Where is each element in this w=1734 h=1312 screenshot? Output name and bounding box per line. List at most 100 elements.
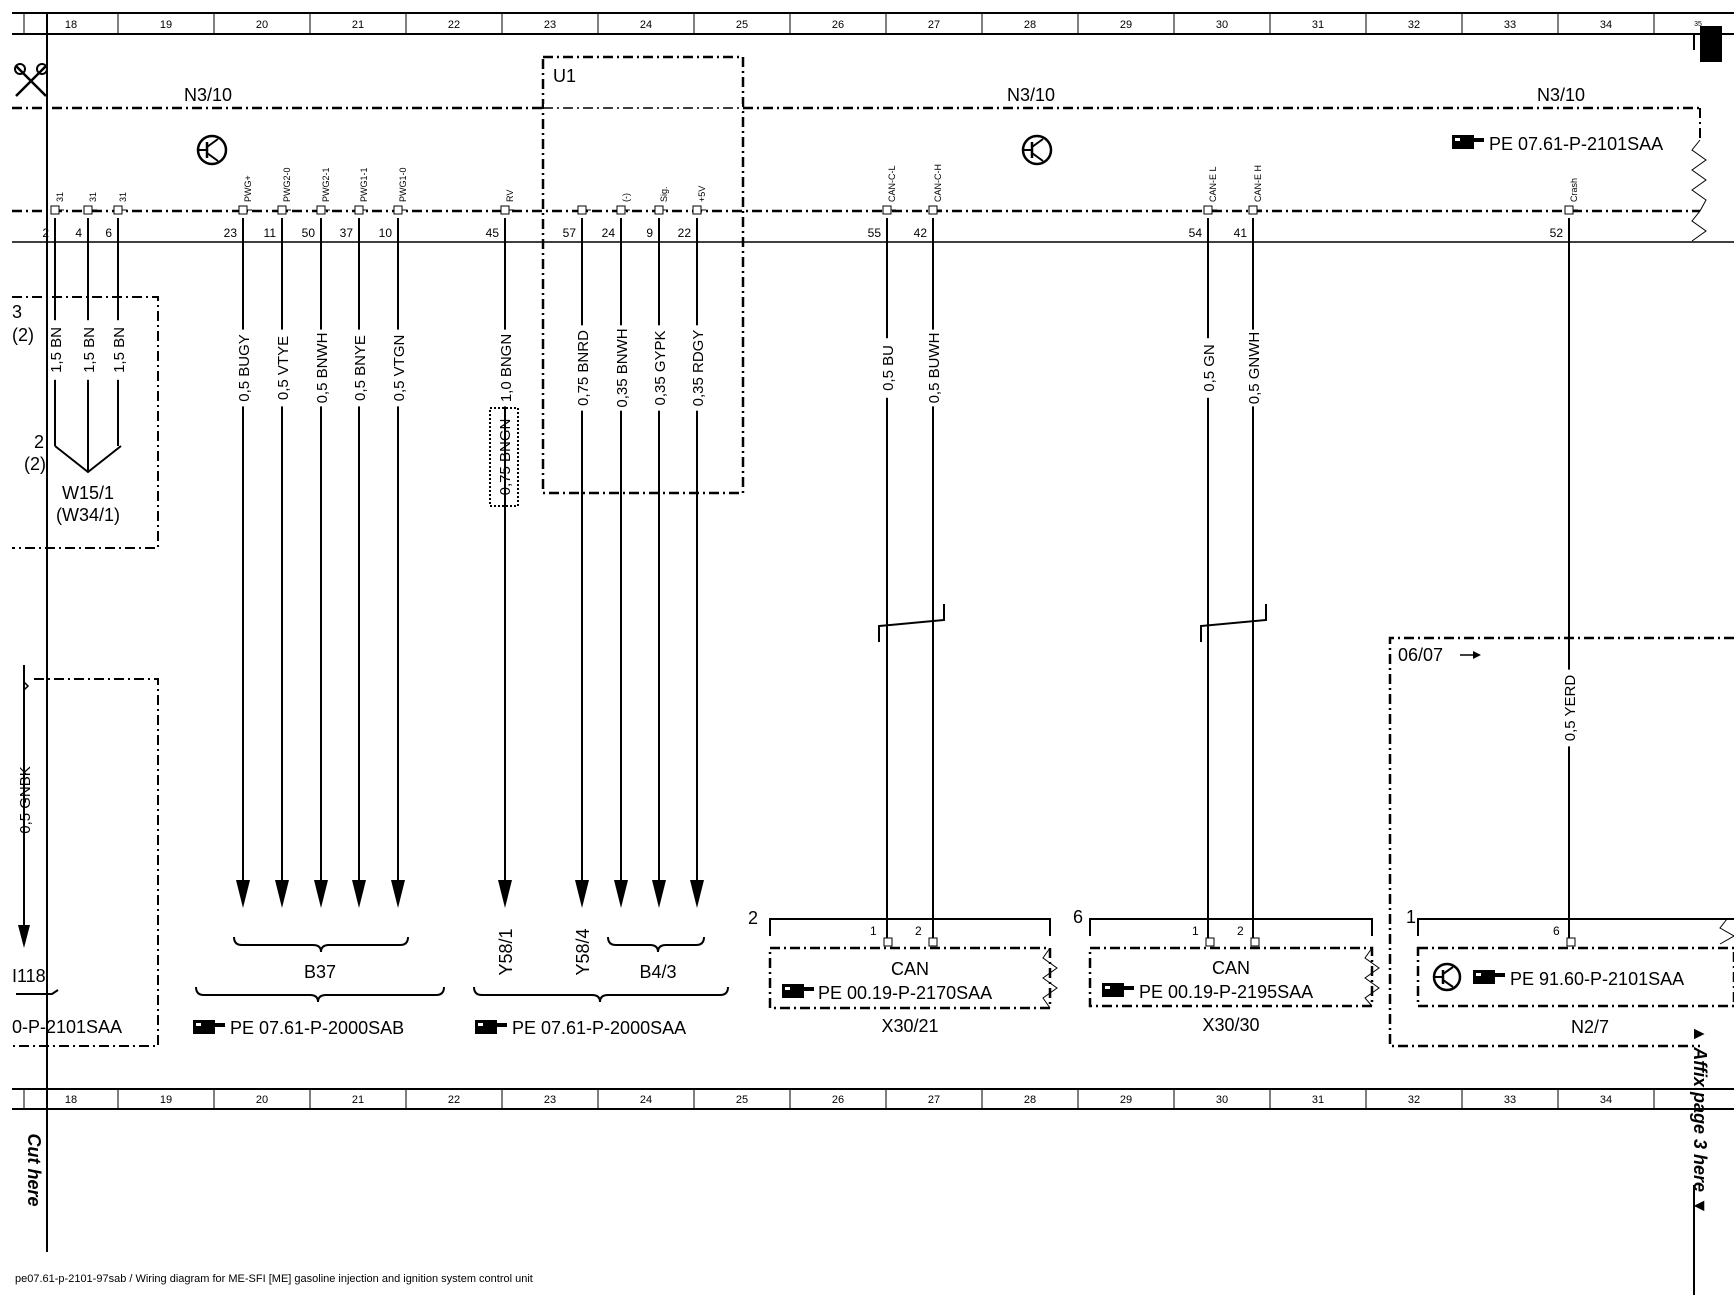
conn-4-wire-label-bg <box>277 329 287 407</box>
x30-30-pin1: 1 <box>1192 924 1199 938</box>
corner-marker <box>1700 26 1722 62</box>
conn-14-terminal <box>928 205 938 215</box>
top-col-32: 32 <box>1408 19 1420 31</box>
conn-11-wire-label: 0,35 GYPK <box>652 330 669 405</box>
conn-6-pin-number: 37 <box>340 226 354 240</box>
arrow-row <box>236 880 704 908</box>
conn-7-signal-label: PWG1-0 <box>398 167 408 202</box>
conn-10-wire-label-bg <box>616 325 626 411</box>
top-col-31: 31 <box>1312 19 1324 31</box>
conn-15-wire-label: 0,5 GN <box>1201 344 1218 392</box>
top-col-33: 33 <box>1504 19 1516 31</box>
cut-here-label: Cut here <box>24 1133 44 1206</box>
conn-16-pin-number: 41 <box>1234 226 1248 240</box>
bottom-col-20: 20 <box>256 1094 268 1106</box>
top-col-35: 35 <box>1694 21 1702 28</box>
bottom-col-29: 29 <box>1120 1094 1132 1106</box>
x30-30-label: X30/30 <box>1202 1015 1259 1035</box>
conn-0-wire-label: 1,5 BN <box>48 327 65 373</box>
conn-11-wire-label-bg <box>654 325 664 411</box>
y58-1-label: Y58/1 <box>496 928 516 975</box>
b37-label: B37 <box>304 962 336 982</box>
conn-4-pin-number: 11 <box>264 226 277 240</box>
x30-21-connector: 2 1 2 CAN PE 00.19-P-2170SAA X30/21 <box>748 908 1058 1036</box>
conn-13-signal-label: CAN-C-L <box>887 165 897 202</box>
bottom-col-28: 28 <box>1024 1094 1036 1106</box>
top-col-30: 30 <box>1216 19 1228 31</box>
x30-21-num: 2 <box>748 908 758 928</box>
conn-9-wire-label: 0,75 BNRD <box>575 330 592 406</box>
can-break-symbols <box>878 604 1267 642</box>
conn-8-wire-label: 1,0 BNGN <box>498 334 515 402</box>
bottom-labels: B37 Y58/1 Y58/4 B4/3 PE 07.61-P-2000SAB … <box>193 928 686 1038</box>
x30-21-pin2: 2 <box>915 924 922 938</box>
i118-block: 0,5 GNBK I118 0-P-2101SAA <box>12 665 159 1047</box>
bottom-col-19: 19 <box>160 1094 172 1106</box>
conn-17-wire-label: 0,5 YERD <box>1562 675 1579 742</box>
hand-pointer-icon <box>782 984 814 998</box>
left-block-num2: 2 <box>34 432 44 452</box>
conn-4-signal-label: PWG2-0 <box>282 167 292 202</box>
n2-7-date: 06/07 <box>1398 645 1443 665</box>
top-col-20: 20 <box>256 19 268 31</box>
transistor-icon <box>1432 962 1462 992</box>
conn-11-signal-label: Sig. <box>659 186 669 202</box>
bottom-col-22: 22 <box>448 1094 460 1106</box>
conn-1-signal-label: 31 <box>88 192 98 202</box>
hand-pointer-icon <box>193 1020 225 1034</box>
conn-8-signal-label: RV <box>505 190 515 202</box>
bottom-col-24: 24 <box>640 1094 652 1106</box>
transistor-icon <box>196 134 228 166</box>
conn-9-wire-label-bg <box>577 325 587 411</box>
arrow-down-icon <box>652 880 666 908</box>
x30-30-ref: PE 00.19-P-2195SAA <box>1139 982 1313 1002</box>
conn-5-terminal <box>316 205 326 215</box>
bottom-col-25: 25 <box>736 1094 748 1106</box>
conn-6-signal-label: PWG1-1 <box>359 167 369 202</box>
b4-3-ref: PE 07.61-P-2000SAA <box>512 1018 686 1038</box>
conn-11-pin-number: 9 <box>646 226 653 240</box>
conn-6-wire-label-bg <box>354 329 364 407</box>
conn-3-pin-number: 23 <box>224 226 238 240</box>
arrow-down-icon <box>314 880 328 908</box>
top-col-19: 19 <box>160 19 172 31</box>
conn-3-terminal <box>238 205 248 215</box>
affix-page-label: ▲ Affix page 3 here ▼ <box>1690 1025 1710 1215</box>
conn-14-pin-number: 42 <box>914 226 928 240</box>
top-column-ruler: 18 19 20 21 22 23 24 25 26 27 28 29 30 3… <box>12 12 1734 35</box>
bottom-col-33: 33 <box>1504 1094 1516 1106</box>
conn-0-pin-number: 2 <box>42 226 49 240</box>
conn-13-terminal <box>882 205 892 215</box>
arrow-down-icon <box>275 880 289 908</box>
bottom-col-30: 30 <box>1216 1094 1228 1106</box>
conn-3-signal-label: PWG+ <box>243 175 253 202</box>
conn-15-pin-number: 54 <box>1189 226 1203 240</box>
conn-15-signal-label: CAN-E L <box>1208 166 1218 202</box>
conn-2-wire-label: 1,5 BN <box>111 327 128 373</box>
arrow-down-icon <box>236 880 250 908</box>
conn-12-signal-label: +5V <box>697 186 707 202</box>
conn-2-wire-label-bg <box>113 320 123 380</box>
conn-12-wire-label-bg <box>692 325 702 411</box>
top-col-25: 25 <box>736 19 748 31</box>
arrow-down-icon <box>391 880 405 908</box>
x30-21-can: CAN <box>891 959 929 979</box>
arrow-down-icon <box>575 880 589 908</box>
n3-10-label-c: N3/10 <box>1537 85 1585 105</box>
n3-10-control-unit: N3/10 N3/10 N3/10 PE 07.61-P-2101SAA <box>12 85 1707 242</box>
bottom-col-26: 26 <box>832 1094 844 1106</box>
conn-9-pin-number: 57 <box>563 226 577 240</box>
top-col-28: 28 <box>1024 19 1036 31</box>
bottom-col-21: 21 <box>352 1094 364 1106</box>
n2-7-ref: PE 91.60-P-2101SAA <box>1510 969 1684 989</box>
conn-14-wire-label: 0,5 BUWH <box>926 333 943 404</box>
conn-12-pin-number: 22 <box>678 226 692 240</box>
conn-17-signal-label: Crash <box>1569 178 1579 202</box>
conn-0-signal-label: 31 <box>55 192 65 202</box>
bngn-alt-label: 0,75 BNGN <box>497 419 514 496</box>
conn-17-wire-label-bg <box>1564 669 1574 747</box>
n2-7-num: 1 <box>1406 907 1416 927</box>
conn-14-wire-label-bg <box>928 329 938 407</box>
conn-1-wire-label: 1,5 BN <box>81 327 98 373</box>
